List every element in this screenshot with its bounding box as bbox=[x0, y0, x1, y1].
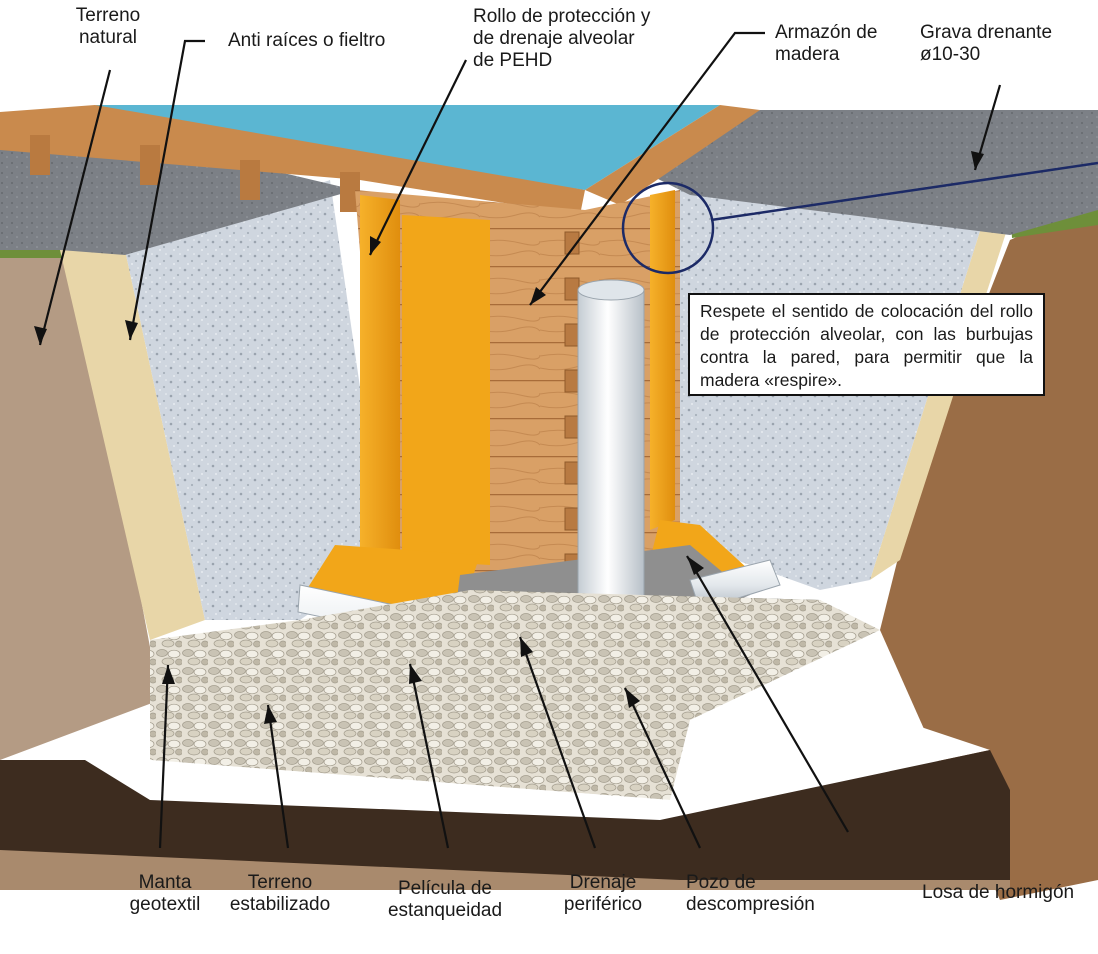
label-anti-raices: Anti raíces o fieltro bbox=[228, 30, 386, 51]
arrowheads bbox=[34, 151, 984, 724]
drainage-membrane-right bbox=[650, 190, 675, 530]
detail-circle bbox=[621, 181, 715, 275]
label-drenaje-periferico: Drenaje periférico bbox=[563, 872, 643, 915]
label-rollo-proteccion: Rollo de protección y de drenaje alveola… bbox=[473, 6, 651, 71]
label-pozo-descompresion: Pozo de descompresión bbox=[686, 872, 815, 915]
drainage-membrane-left bbox=[360, 195, 400, 560]
pool-water bbox=[95, 105, 720, 190]
label-grava-drenante: Grava drenante ø10-30 bbox=[920, 22, 1053, 65]
label-terreno-natural: Terreno natural bbox=[75, 5, 141, 48]
deck-joists bbox=[30, 135, 360, 212]
root-barrier-left bbox=[60, 250, 205, 640]
drainage-membrane-post bbox=[402, 215, 490, 565]
label-pelicula-estanqueidad: Película de estanqueidad bbox=[387, 878, 503, 921]
detail-connector bbox=[710, 161, 1098, 222]
label-armazon-madera: Armazón de madera bbox=[775, 22, 878, 65]
bottom-soil-edge bbox=[0, 850, 1010, 890]
stabilized-ground bbox=[150, 590, 880, 800]
wood-coping-right bbox=[585, 105, 760, 205]
geotextile-layer bbox=[85, 720, 990, 820]
label-losa-hormigon: Losa de hormigón bbox=[922, 882, 1075, 903]
leader-lines bbox=[38, 31, 1002, 849]
label-terreno-estabilizado: Terreno estabilizado bbox=[229, 872, 331, 915]
note-box: Respete el sentido de colocación del rol… bbox=[688, 293, 1045, 396]
gravel-backfill-left bbox=[125, 180, 385, 620]
label-manta-geotextil: Manta geotextil bbox=[129, 872, 201, 915]
wood-coping-left bbox=[0, 105, 585, 215]
bottom-soil bbox=[0, 750, 1010, 880]
natural-soil-left bbox=[0, 250, 160, 760]
